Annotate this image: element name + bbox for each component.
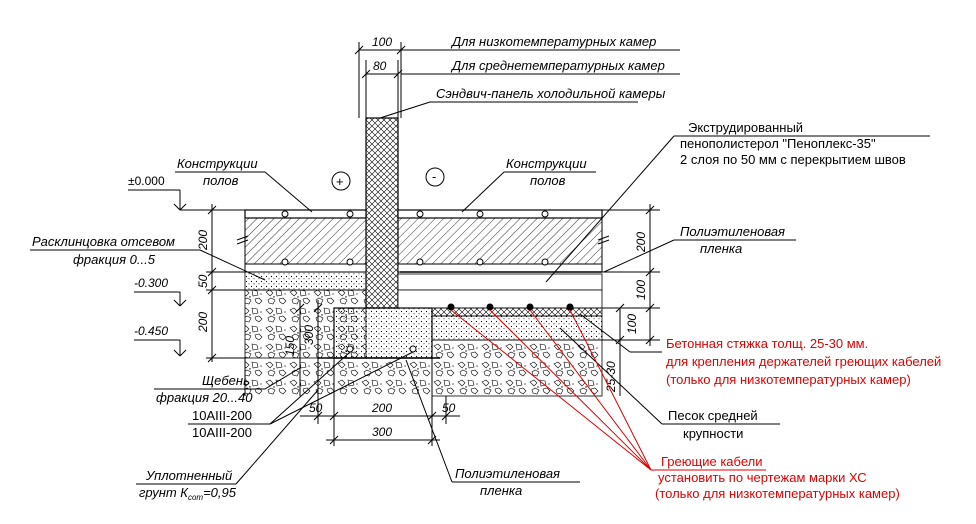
dim-right-200: 200 [634, 232, 648, 253]
dim-bottom-50a: 50 [309, 401, 323, 415]
floor-label-left: Конструкции полов [175, 156, 313, 213]
sand-callout: Песок средней крупности [559, 327, 780, 441]
sandwich-panel-label: Сэндвич-панель холодильной камеры [436, 86, 666, 101]
dim-right-100a: 100 [634, 280, 648, 300]
rebar-label-2: 10AIII-200 [192, 425, 252, 440]
temperature-zone-markers: + - [331, 167, 445, 191]
mid-temp-note: Для среднетемпературных камер [450, 58, 665, 73]
dim-left-150: 150 [283, 336, 297, 356]
dim-left-200b: 200 [196, 312, 210, 333]
film-bottom-line2: пленка [480, 483, 522, 498]
sandwich-panel [365, 117, 399, 309]
wedging-line2: фракция 0...5 [73, 252, 156, 267]
minus-marker: - [432, 169, 436, 184]
dim-right-100b: 100 [625, 314, 639, 334]
plus-marker: + [336, 174, 344, 189]
gravel-callout: Щебень фракция 20...40 10AIII-200 10AIII… [154, 351, 414, 440]
left-dimension-chain: 200 50 200 150 300 [196, 204, 323, 396]
wedging-callout: Расклинцовка отсевом фракция 0...5 [30, 234, 266, 281]
wedging-line1: Расклинцовка отсевом [32, 234, 175, 249]
dim-bottom-200: 200 [371, 401, 392, 415]
right-dimension-chain: 200 100 100 25-30 [602, 204, 660, 396]
dim-bottom-50b: 50 [442, 401, 456, 415]
floor-right-line1: Конструкции [506, 156, 587, 171]
film-bottom-line1: Полиэтиленовая [455, 466, 560, 481]
xps-line3: 2 слоя по 50 мм с перекрытием швов [680, 152, 906, 167]
bottom-dimension-chain: 50 200 50 300 [300, 358, 460, 446]
sand-line2: крупности [683, 426, 743, 441]
soil-callout: Уплотненный грунт Кcom=0,95 [136, 389, 319, 502]
soil-line2: грунт Кcom=0,95 [139, 485, 237, 502]
level-0: ±0.000 [128, 174, 165, 188]
dim-100-top: 100 [372, 35, 392, 49]
dim-80-top: 80 [373, 59, 387, 73]
level-300: -0.300 [134, 276, 168, 290]
screed-note: Бетонная стяжка толщ. 25-30 мм. для креп… [579, 313, 941, 387]
cables-note: Греющие кабели установить по чертежам ма… [450, 309, 900, 501]
screed-line1: Бетонная стяжка толщ. 25-30 мм. [666, 336, 868, 351]
level-450: -0.450 [134, 324, 168, 338]
level-marks: ±0.000 -0.300 -0.450 [128, 174, 245, 357]
xps-callout: Экструдированный пенополистерол "Пенопле… [545, 120, 930, 283]
cables-line3: (только для низкотемпературных камер) [655, 486, 900, 501]
top-dimension-group: 100 80 Для низкотемпературных камер Для … [354, 34, 680, 118]
film-right-callout: Полиэтиленовая пленка [603, 224, 796, 273]
low-temp-note: Для низкотемпературных камер [450, 34, 656, 49]
film-right-line2: пленка [700, 241, 742, 256]
cables-line2: установить по чертежам марки ХС [658, 470, 867, 485]
soil-subscript: com [188, 493, 203, 502]
soil-value: =0,95 [203, 485, 237, 500]
xps-line1: Экструдированный [688, 120, 803, 135]
floor-right-line2: полов [530, 173, 566, 188]
xps-line2: пенополистерол "Пеноплекс-35" [680, 136, 876, 151]
cables-line1: Греющие кабели [661, 454, 762, 469]
screed-line3: (только для низкотемпературных камер) [666, 372, 911, 387]
dim-bottom-300: 300 [372, 425, 392, 439]
dim-left-50: 50 [196, 274, 210, 288]
right-floor-structure [397, 209, 610, 397]
floor-label-right: Конструкции полов [461, 156, 596, 213]
soil-line2-text: грунт К [139, 485, 189, 500]
floor-left-line2: полов [203, 173, 239, 188]
gravel-line1: Щебень [202, 373, 250, 388]
sandwich-panel-callout: Сэндвич-панель холодильной камеры [379, 86, 666, 119]
gravel-line2: фракция 20...40 [156, 390, 253, 405]
rebar-label-1: 10AIII-200 [192, 408, 252, 423]
dim-left-200a: 200 [196, 230, 210, 251]
screed-line2: для крепления держателей греющих кабелей [666, 354, 941, 369]
foundation-beam [244, 307, 440, 396]
film-bottom-callout: Полиэтиленовая пленка [405, 359, 580, 498]
film-right-line1: Полиэтиленовая [680, 224, 785, 239]
soil-line1: Уплотненный [145, 468, 232, 483]
floor-left-line1: Конструкции [177, 156, 258, 171]
dim-right-25-30: 25-30 [604, 361, 618, 393]
sand-line1: Песок средней [668, 408, 758, 423]
dim-left-300: 300 [302, 325, 316, 345]
